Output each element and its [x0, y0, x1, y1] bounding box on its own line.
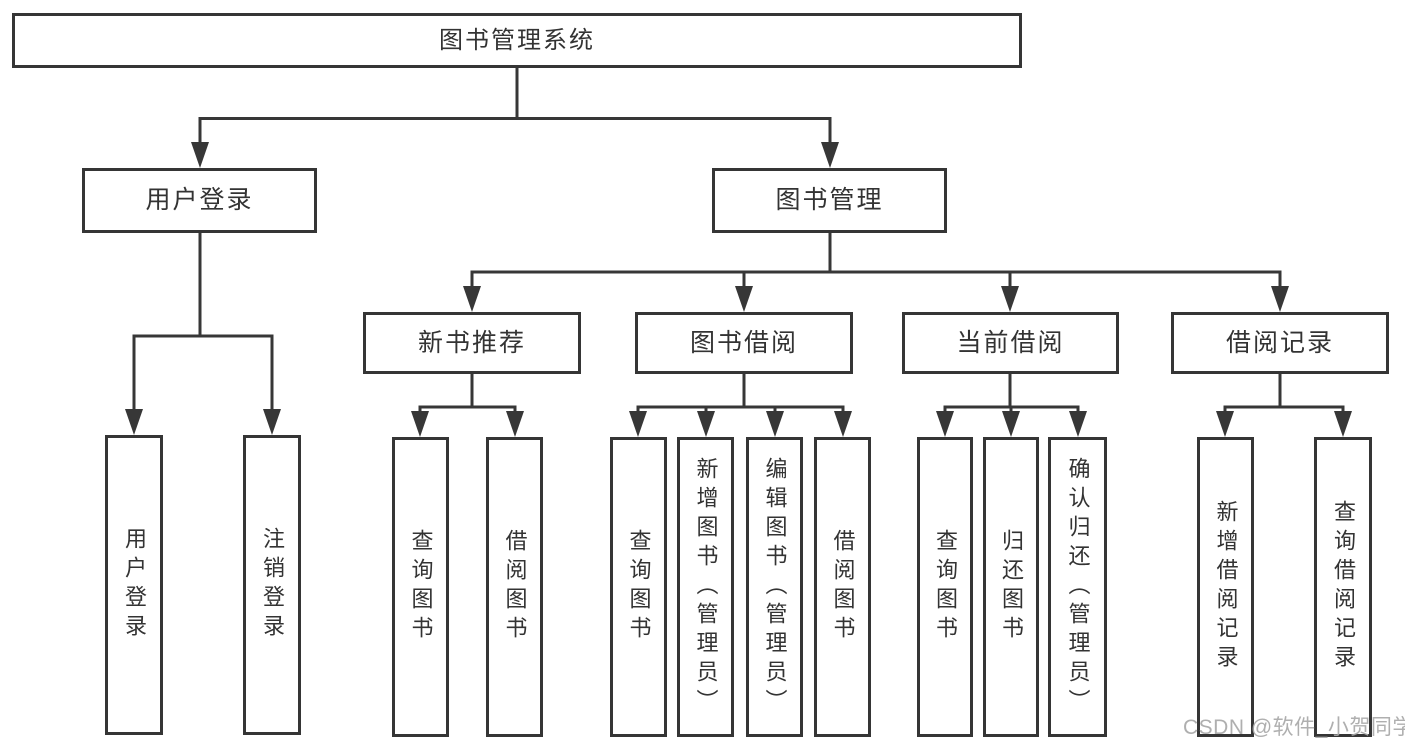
arrowhead: [1271, 286, 1289, 312]
leaf-return-book-label: 归还图书: [999, 529, 1024, 645]
arrowhead: [506, 411, 524, 437]
leaf-borrow-book-recommend: 借阅图书: [486, 437, 543, 737]
arrowhead: [1216, 411, 1234, 437]
leaf-add-borrow-record: 新增借阅记录: [1197, 437, 1254, 737]
leaf-query-book-recommend-label: 查询图书: [408, 529, 434, 645]
arrowhead: [1334, 411, 1352, 437]
leaf-logout-label: 注销登录: [260, 527, 285, 643]
leaf-logout: 注销登录: [243, 435, 301, 735]
leaf-query-book-borrow-label: 查询图书: [626, 529, 652, 645]
arrowhead: [735, 286, 753, 312]
node-current-borrow: 当前借阅: [902, 312, 1119, 374]
arrowhead: [766, 411, 784, 437]
arrowhead: [821, 142, 839, 168]
leaf-add-book-admin: 新增图书（管理员）: [677, 437, 734, 737]
leaf-query-book-current: 查询图书: [917, 437, 973, 737]
node-book-borrow-label: 图书借阅: [689, 328, 798, 357]
node-user-login-label: 用户登录: [145, 186, 254, 214]
leaf-borrow-book-label: 借阅图书: [830, 529, 856, 645]
leaf-query-borrow-record: 查询借阅记录: [1314, 437, 1372, 737]
arrowhead: [411, 411, 429, 437]
leaf-return-book: 归还图书: [983, 437, 1039, 737]
node-book-borrow: 图书借阅: [635, 312, 853, 374]
arrowhead: [1069, 411, 1087, 437]
node-current-borrow-label: 当前借阅: [956, 328, 1065, 357]
arrowhead: [1001, 286, 1019, 312]
node-root-label: 图书管理系统: [439, 26, 595, 54]
leaf-query-book-current-label: 查询图书: [933, 529, 958, 645]
node-new-book-recommend-label: 新书推荐: [417, 328, 526, 357]
node-book-management: 图书管理: [712, 168, 947, 233]
node-user-login: 用户登录: [82, 168, 317, 233]
leaf-borrow-book-recommend-label: 借阅图书: [502, 529, 528, 645]
node-book-management-label: 图书管理: [775, 186, 884, 214]
arrowhead: [629, 411, 647, 437]
arrowhead: [191, 142, 209, 168]
arrowhead: [834, 411, 852, 437]
leaf-query-borrow-record-label: 查询借阅记录: [1331, 500, 1356, 674]
arrowhead: [463, 286, 481, 312]
node-borrow-records: 借阅记录: [1171, 312, 1389, 374]
arrowhead: [936, 411, 954, 437]
leaf-edit-book-admin: 编辑图书（管理员）: [746, 437, 803, 737]
leaf-edit-book-admin-label: 编辑图书（管理员）: [762, 456, 788, 718]
arrowhead: [125, 409, 143, 435]
node-borrow-records-label: 借阅记录: [1225, 328, 1334, 357]
node-new-book-recommend: 新书推荐: [363, 312, 581, 374]
leaf-query-book-borrow: 查询图书: [610, 437, 667, 737]
leaf-user-login: 用户登录: [105, 435, 163, 735]
leaf-confirm-return-admin: 确认归还（管理员）: [1048, 437, 1107, 737]
leaf-borrow-book: 借阅图书: [814, 437, 871, 737]
csdn-watermark: CSDN @软件_小贺同学: [1183, 716, 1405, 739]
arrowhead: [1002, 411, 1020, 437]
leaf-add-borrow-record-label: 新增借阅记录: [1213, 500, 1239, 674]
leaf-add-book-admin-label: 新增图书（管理员）: [693, 456, 719, 718]
leaf-user-login-label: 用户登录: [122, 527, 147, 643]
leaf-confirm-return-admin-label: 确认归还（管理员）: [1065, 456, 1091, 718]
arrowhead: [263, 409, 281, 435]
node-root-system: 图书管理系统: [12, 13, 1022, 68]
arrowhead: [697, 411, 715, 437]
leaf-query-book-recommend: 查询图书: [392, 437, 449, 737]
